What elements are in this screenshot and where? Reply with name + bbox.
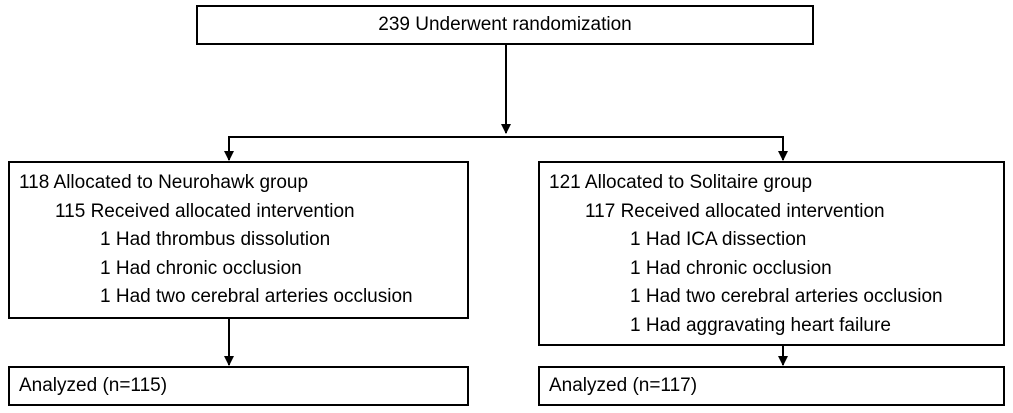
solitaire-analyzed-text: Analyzed (n=117) xyxy=(549,375,698,396)
neurohawk-allocation-box: 118 Allocated to Neurohawk group 115 Rec… xyxy=(8,161,469,319)
neurohawk-exclusion-item: 1 Had thrombus dissolution xyxy=(100,229,331,250)
solitaire-exclusion-item: 1 Had two cerebral arteries occlusion xyxy=(630,286,943,307)
solitaire-allocated-text: 121 Allocated to Solitaire group xyxy=(549,172,813,193)
neurohawk-received-text: 115 Received allocated intervention xyxy=(55,200,355,222)
solitaire-received-text: 117 Received allocated intervention xyxy=(585,200,885,222)
neurohawk-analyzed-text: Analyzed (n=115) xyxy=(19,375,168,396)
neurohawk-allocated-text: 118 Allocated to Neurohawk group xyxy=(19,172,309,193)
solitaire-exclusion-item: 1 Had aggravating heart failure xyxy=(630,314,891,336)
solitaire-exclusion-item: 1 Had ICA dissection xyxy=(630,229,807,250)
solitaire-analyzed-box: Analyzed (n=117) xyxy=(538,366,1005,406)
randomization-box: 239 Underwent randomization xyxy=(196,5,814,45)
neurohawk-exclusion-item: 1 Had chronic occlusion xyxy=(100,257,302,279)
neurohawk-analyzed-box: Analyzed (n=115) xyxy=(8,366,469,406)
solitaire-exclusion-item: 1 Had chronic occlusion xyxy=(630,257,832,279)
randomization-text: 239 Underwent randomization xyxy=(378,14,632,35)
neurohawk-exclusion-item: 1 Had two cerebral arteries occlusion xyxy=(100,286,413,307)
solitaire-allocation-box: 121 Allocated to Solitaire group 117 Rec… xyxy=(538,161,1005,346)
